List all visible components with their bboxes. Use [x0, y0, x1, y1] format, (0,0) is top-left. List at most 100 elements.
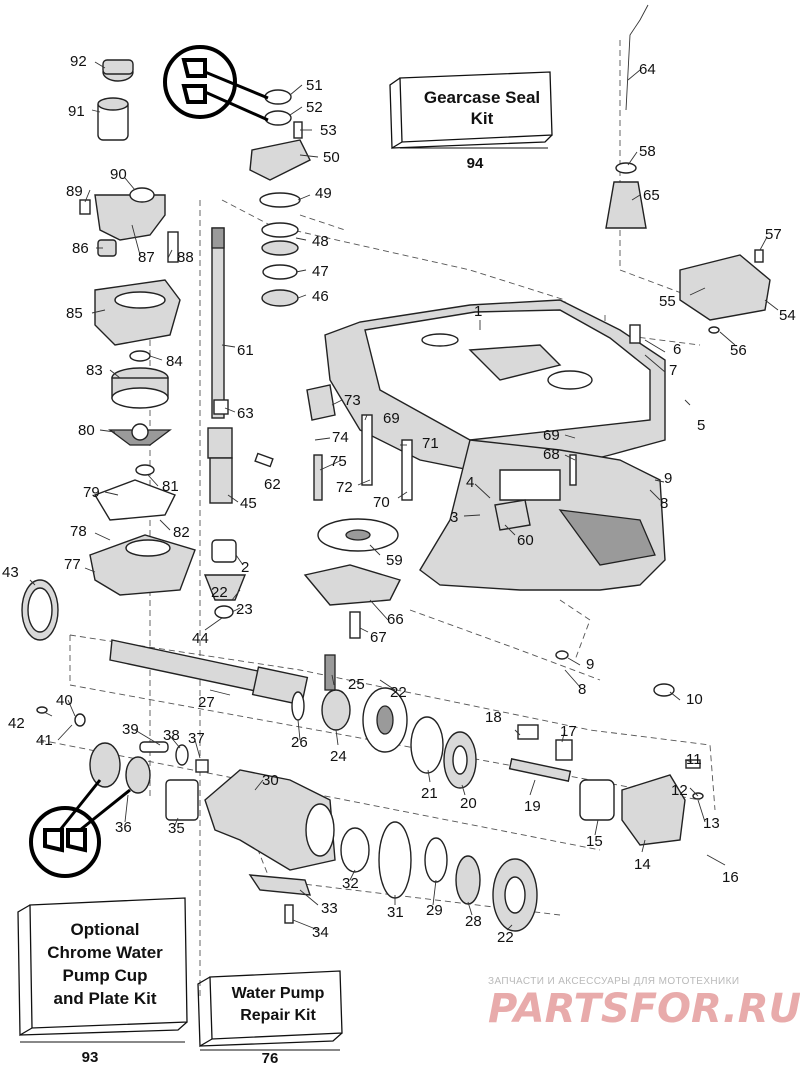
- kit-box-chrome-water-pump[interactable]: Optional Chrome Water Pump Cup and Plate…: [17, 897, 188, 1066]
- part-label-84[interactable]: 84: [166, 353, 183, 370]
- part-label-92[interactable]: 92: [70, 53, 87, 70]
- kit-box-water-pump-repair[interactable]: Water Pump Repair Kit 76: [197, 970, 343, 1067]
- part-label-19[interactable]: 19: [524, 798, 541, 815]
- part-label-3[interactable]: 3: [450, 509, 458, 526]
- part-label-29[interactable]: 29: [426, 902, 443, 919]
- part-label-9b[interactable]: 9: [586, 656, 594, 673]
- part-label-38[interactable]: 38: [163, 727, 180, 744]
- part-label-22c[interactable]: 22: [497, 929, 514, 946]
- part-label-7[interactable]: 7: [669, 362, 677, 379]
- part-label-2[interactable]: 2: [241, 559, 249, 576]
- part-label-23[interactable]: 23: [236, 601, 253, 618]
- part-label-41[interactable]: 41: [36, 732, 53, 749]
- part-label-1[interactable]: 1: [474, 303, 482, 320]
- part-label-32[interactable]: 32: [342, 875, 359, 892]
- part-label-37[interactable]: 37: [188, 730, 205, 747]
- part-label-78[interactable]: 78: [70, 523, 87, 540]
- part-label-14[interactable]: 14: [634, 856, 651, 873]
- part-label-22b[interactable]: 22: [390, 684, 407, 701]
- part-label-87[interactable]: 87: [138, 249, 155, 266]
- part-label-65[interactable]: 65: [643, 187, 660, 204]
- part-label-15[interactable]: 15: [586, 833, 603, 850]
- watermark: ЗАПЧАСТИ И АКСЕССУАРЫ ДЛЯ МОТОТЕХНИКИ PA…: [488, 976, 800, 1032]
- part-label-16[interactable]: 16: [722, 869, 739, 886]
- part-label-66[interactable]: 66: [387, 611, 404, 628]
- part-label-67[interactable]: 67: [370, 629, 387, 646]
- part-label-11[interactable]: 11: [686, 751, 702, 768]
- part-label-90[interactable]: 90: [110, 166, 127, 183]
- part-label-45[interactable]: 45: [240, 495, 257, 512]
- part-label-72[interactable]: 72: [336, 479, 353, 496]
- part-label-64[interactable]: 64: [639, 61, 656, 78]
- part-label-61[interactable]: 61: [237, 342, 254, 359]
- part-label-12[interactable]: 12: [671, 782, 688, 799]
- part-label-83[interactable]: 83: [86, 362, 103, 379]
- part-label-21[interactable]: 21: [421, 785, 438, 802]
- part-label-9a[interactable]: 9: [664, 470, 672, 487]
- part-label-20[interactable]: 20: [460, 795, 477, 812]
- part-label-17[interactable]: 17: [560, 723, 577, 740]
- part-label-36[interactable]: 36: [115, 819, 132, 836]
- part-label-77[interactable]: 77: [64, 556, 81, 573]
- part-label-63[interactable]: 63: [237, 405, 254, 422]
- part-label-88[interactable]: 88: [177, 249, 194, 266]
- part-label-39[interactable]: 39: [122, 721, 139, 738]
- part-label-22a[interactable]: 22: [211, 584, 228, 601]
- part-label-26[interactable]: 26: [291, 734, 308, 751]
- part-label-71[interactable]: 71: [422, 435, 439, 452]
- part-label-55[interactable]: 55: [659, 293, 676, 310]
- part-label-8a[interactable]: 8: [660, 495, 668, 512]
- kit-box-gearcase-seal[interactable]: Gearcase Seal Kit 94: [389, 71, 553, 172]
- part-label-6[interactable]: 6: [673, 341, 681, 358]
- part-label-52[interactable]: 52: [306, 99, 323, 116]
- part-label-53[interactable]: 53: [320, 122, 337, 139]
- part-label-40[interactable]: 40: [56, 692, 73, 709]
- part-label-75[interactable]: 75: [330, 453, 347, 470]
- part-label-49[interactable]: 49: [315, 185, 332, 202]
- part-label-60[interactable]: 60: [517, 532, 534, 549]
- part-label-69a[interactable]: 69: [383, 410, 400, 427]
- part-label-18[interactable]: 18: [485, 709, 502, 726]
- part-label-74[interactable]: 74: [332, 429, 349, 446]
- part-label-68[interactable]: 68: [543, 446, 560, 463]
- part-label-47[interactable]: 47: [312, 263, 329, 280]
- part-label-50[interactable]: 50: [323, 149, 340, 166]
- part-label-69b[interactable]: 69: [543, 427, 560, 444]
- part-label-79[interactable]: 79: [83, 484, 100, 501]
- part-label-13[interactable]: 13: [703, 815, 720, 832]
- part-label-35[interactable]: 35: [168, 820, 185, 837]
- part-label-46[interactable]: 46: [312, 288, 329, 305]
- part-label-48[interactable]: 48: [312, 233, 329, 250]
- part-label-42[interactable]: 42: [8, 715, 25, 732]
- part-label-80[interactable]: 80: [78, 422, 95, 439]
- part-label-27[interactable]: 27: [198, 694, 215, 711]
- part-label-91[interactable]: 91: [68, 103, 85, 120]
- part-label-8b[interactable]: 8: [578, 681, 586, 698]
- part-label-5[interactable]: 5: [697, 417, 705, 434]
- part-label-24[interactable]: 24: [330, 748, 347, 765]
- part-label-57[interactable]: 57: [765, 226, 782, 243]
- part-label-10[interactable]: 10: [686, 691, 703, 708]
- part-label-4[interactable]: 4: [466, 474, 474, 491]
- part-label-54[interactable]: 54: [779, 307, 796, 324]
- part-label-85[interactable]: 85: [66, 305, 83, 322]
- part-label-30[interactable]: 30: [262, 772, 279, 789]
- part-label-28[interactable]: 28: [465, 913, 482, 930]
- part-label-82[interactable]: 82: [173, 524, 190, 541]
- part-label-81[interactable]: 81: [162, 478, 179, 495]
- part-label-89[interactable]: 89: [66, 183, 83, 200]
- part-label-25[interactable]: 25: [348, 676, 365, 693]
- part-label-44[interactable]: 44: [192, 630, 209, 647]
- part-label-58[interactable]: 58: [639, 143, 656, 160]
- part-label-34[interactable]: 34: [312, 924, 329, 941]
- part-label-73[interactable]: 73: [344, 392, 361, 409]
- part-label-59[interactable]: 59: [386, 552, 403, 569]
- part-label-33[interactable]: 33: [321, 900, 338, 917]
- part-label-51[interactable]: 51: [306, 77, 323, 94]
- part-label-43[interactable]: 43: [2, 564, 19, 581]
- part-label-62[interactable]: 62: [264, 476, 281, 493]
- part-label-56[interactable]: 56: [730, 342, 747, 359]
- part-label-70[interactable]: 70: [373, 494, 390, 511]
- part-label-86[interactable]: 86: [72, 240, 89, 257]
- part-label-31[interactable]: 31: [387, 904, 404, 921]
